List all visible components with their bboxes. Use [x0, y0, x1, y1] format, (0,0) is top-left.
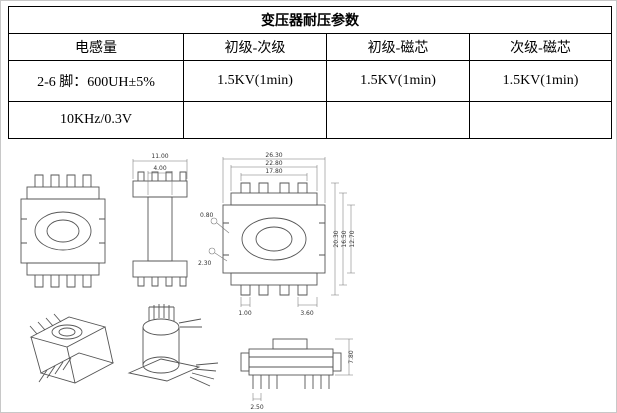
- cell-empty: [326, 101, 470, 139]
- dimension-label: 17.80: [265, 168, 282, 175]
- dimension-label: 3.60: [300, 310, 314, 317]
- cell-sec-core-voltage: 1.5KV(1min): [469, 60, 612, 102]
- bobbin-iso-view-1: [29, 313, 115, 384]
- dimension-label: 11.00: [151, 153, 168, 160]
- leader-note: 2.30: [198, 260, 212, 267]
- header-inductance: 电感量: [8, 33, 184, 61]
- cell-empty: [469, 101, 612, 139]
- header-primary-core: 初级-磁芯: [326, 33, 470, 61]
- table-header-row: 电感量 初级-次级 初级-磁芯 次级-磁芯: [8, 33, 612, 61]
- dimension-label: 12.70: [349, 230, 356, 247]
- cell-inductance-value: 2-6 脚：600UH±5%: [8, 60, 184, 102]
- bobbin-iso-view-2: [127, 304, 219, 387]
- table-title: 变压器耐压参数: [8, 6, 612, 34]
- cell-pri-core-voltage: 1.5KV(1min): [326, 60, 470, 102]
- bobbin-top-view: [20, 174, 106, 288]
- dimension-label: 26.30: [265, 152, 282, 159]
- assembly-dimensions: 7.80 2.50: [250, 338, 355, 411]
- bobbin-front-view: [222, 182, 326, 296]
- dimension-label: 1.00: [238, 310, 252, 317]
- front-view-dimensions: 26.30 22.80 17.80 20.30 16.50 12.70 0.80…: [198, 152, 356, 317]
- table-title-row: 变压器耐压参数: [8, 6, 612, 34]
- side-view-dimensions: 11.00 4.00: [132, 153, 188, 195]
- header-primary-secondary: 初级-次级: [183, 33, 327, 61]
- bobbin-assembly-view: [240, 338, 342, 389]
- leader-note: 0.80: [200, 212, 214, 219]
- cell-test-condition: 10KHz/0.3V: [8, 101, 184, 139]
- dimension-label: 2.50: [250, 404, 264, 411]
- table-row: 10KHz/0.3V: [8, 101, 612, 139]
- dimension-label: 7.80: [348, 350, 355, 364]
- table-row: 2-6 脚：600UH±5% 1.5KV(1min) 1.5KV(1min) 1…: [8, 60, 612, 102]
- bobbin-side-view: [132, 171, 188, 287]
- dimension-label: 16.50: [341, 230, 348, 247]
- header-secondary-core: 次级-磁芯: [469, 33, 612, 61]
- dimension-label: 22.80: [265, 160, 282, 167]
- cell-empty: [183, 101, 327, 139]
- dimension-label: 4.00: [153, 165, 167, 172]
- technical-drawings: 11.00 4.00 26.30 22.80 17.80 20.30 16.50…: [20, 152, 356, 411]
- withstand-voltage-table: 变压器耐压参数 电感量 初级-次级 初级-磁芯 次级-磁芯 2-6 脚：600U…: [8, 6, 612, 139]
- cell-pri-sec-voltage: 1.5KV(1min): [183, 60, 327, 102]
- dimension-label: 20.30: [333, 230, 340, 247]
